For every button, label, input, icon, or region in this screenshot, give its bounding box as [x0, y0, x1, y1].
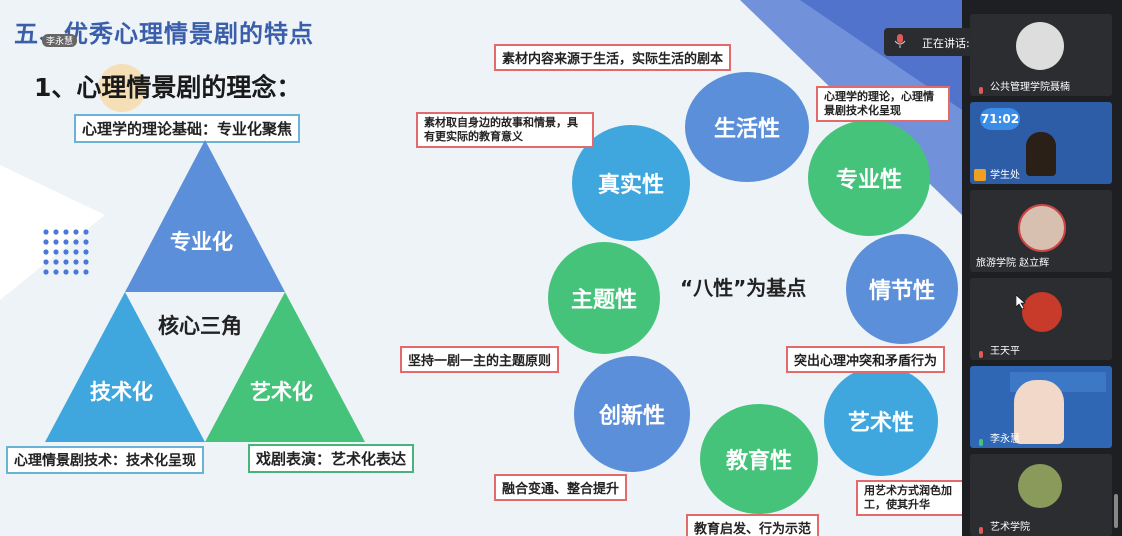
participant-tile[interactable]: 公共管理学院聂楠 — [970, 14, 1112, 96]
mic-muted-icon — [976, 346, 986, 358]
note-art: 用艺术方式润色加工，使其升华 — [856, 480, 962, 516]
eight-center-label: “八性”为基点 — [680, 276, 807, 300]
theory-basis-box: 心理学的理论基础：专业化聚焦 — [74, 114, 301, 143]
participant-tile[interactable]: 71:02 学生处 — [970, 102, 1112, 184]
technique-box: 心理情景剧技术：技术化呈现 — [6, 446, 204, 474]
mic-active-icon — [976, 434, 986, 446]
note-education: 教育启发、行为示范 — [686, 514, 820, 536]
microphone-icon — [894, 34, 906, 48]
slide-subtitle: 1、心理情景剧的理念： — [34, 73, 302, 102]
note-plot: 突出心理冲突和矛盾行为 — [786, 346, 946, 373]
participant-name: 李永慧 — [990, 434, 1020, 445]
note-life: 素材内容来源于生活，实际生活的剧本 — [494, 44, 732, 71]
avatar — [1018, 464, 1062, 508]
speaker-overlay-tag: 李永慧 — [42, 34, 78, 47]
user-icon — [974, 169, 986, 181]
circle-life: 生活性 — [685, 72, 809, 182]
note-innovation: 融合变通、整合提升 — [494, 474, 628, 501]
avatar — [1022, 292, 1062, 332]
mic-muted-icon — [976, 82, 986, 94]
participant-name: 学生处 — [990, 170, 1020, 181]
triangle-right-label: 艺术化 — [250, 380, 313, 404]
participant-tile[interactable]: 旅游学院 赵立辉 — [970, 190, 1112, 272]
note-professional: 心理学的理论，心理情景剧技术化呈现 — [816, 86, 950, 122]
panel-scrollbar[interactable] — [1114, 494, 1118, 528]
triangle-left-label: 技术化 — [90, 380, 153, 404]
participant-name: 王天平 — [990, 346, 1020, 357]
circle-professional: 专业性 — [808, 120, 930, 236]
avatar — [1016, 22, 1064, 70]
circle-plot: 情节性 — [846, 234, 958, 344]
participant-tile[interactable]: 艺术学院 — [970, 454, 1112, 536]
circle-innovation: 创新性 — [574, 356, 690, 472]
triangle-right — [205, 292, 365, 442]
note-theme: 坚持一剧一主的主题原则 — [400, 346, 560, 373]
participant-name: 旅游学院 赵立辉 — [976, 258, 1050, 269]
core-triangle-diagram — [45, 140, 365, 442]
circle-education: 教育性 — [700, 404, 818, 514]
participant-tile[interactable]: 王天平 — [970, 278, 1112, 360]
mic-muted-icon — [976, 522, 986, 534]
note-real: 素材取自身边的故事和情景，具有更实际的教育意义 — [416, 112, 594, 148]
participant-name: 艺术学院 — [990, 522, 1030, 533]
triangle-center-label: 核心三角 — [158, 314, 242, 338]
circle-art: 艺术性 — [824, 366, 938, 476]
participant-tile[interactable]: 李永慧 — [970, 366, 1112, 448]
triangle-top — [125, 140, 285, 292]
circle-theme: 主题性 — [548, 242, 660, 354]
presentation-slide: 五、优秀心理情景剧的特点 李永慧 1、心理情景剧的理念： 心理学的理论基础：专业… — [0, 0, 962, 536]
meeting-timer: 71:02 — [980, 108, 1020, 130]
participant-name: 公共管理学院聂楠 — [990, 82, 1070, 93]
drama-box: 戏剧表演：艺术化表达 — [248, 444, 415, 473]
avatar — [1018, 204, 1066, 252]
mouse-cursor-icon — [1015, 294, 1026, 310]
triangle-top-label: 专业化 — [170, 230, 233, 254]
participant-video — [1026, 132, 1056, 176]
triangle-left — [45, 292, 205, 442]
participant-video — [1014, 380, 1064, 444]
